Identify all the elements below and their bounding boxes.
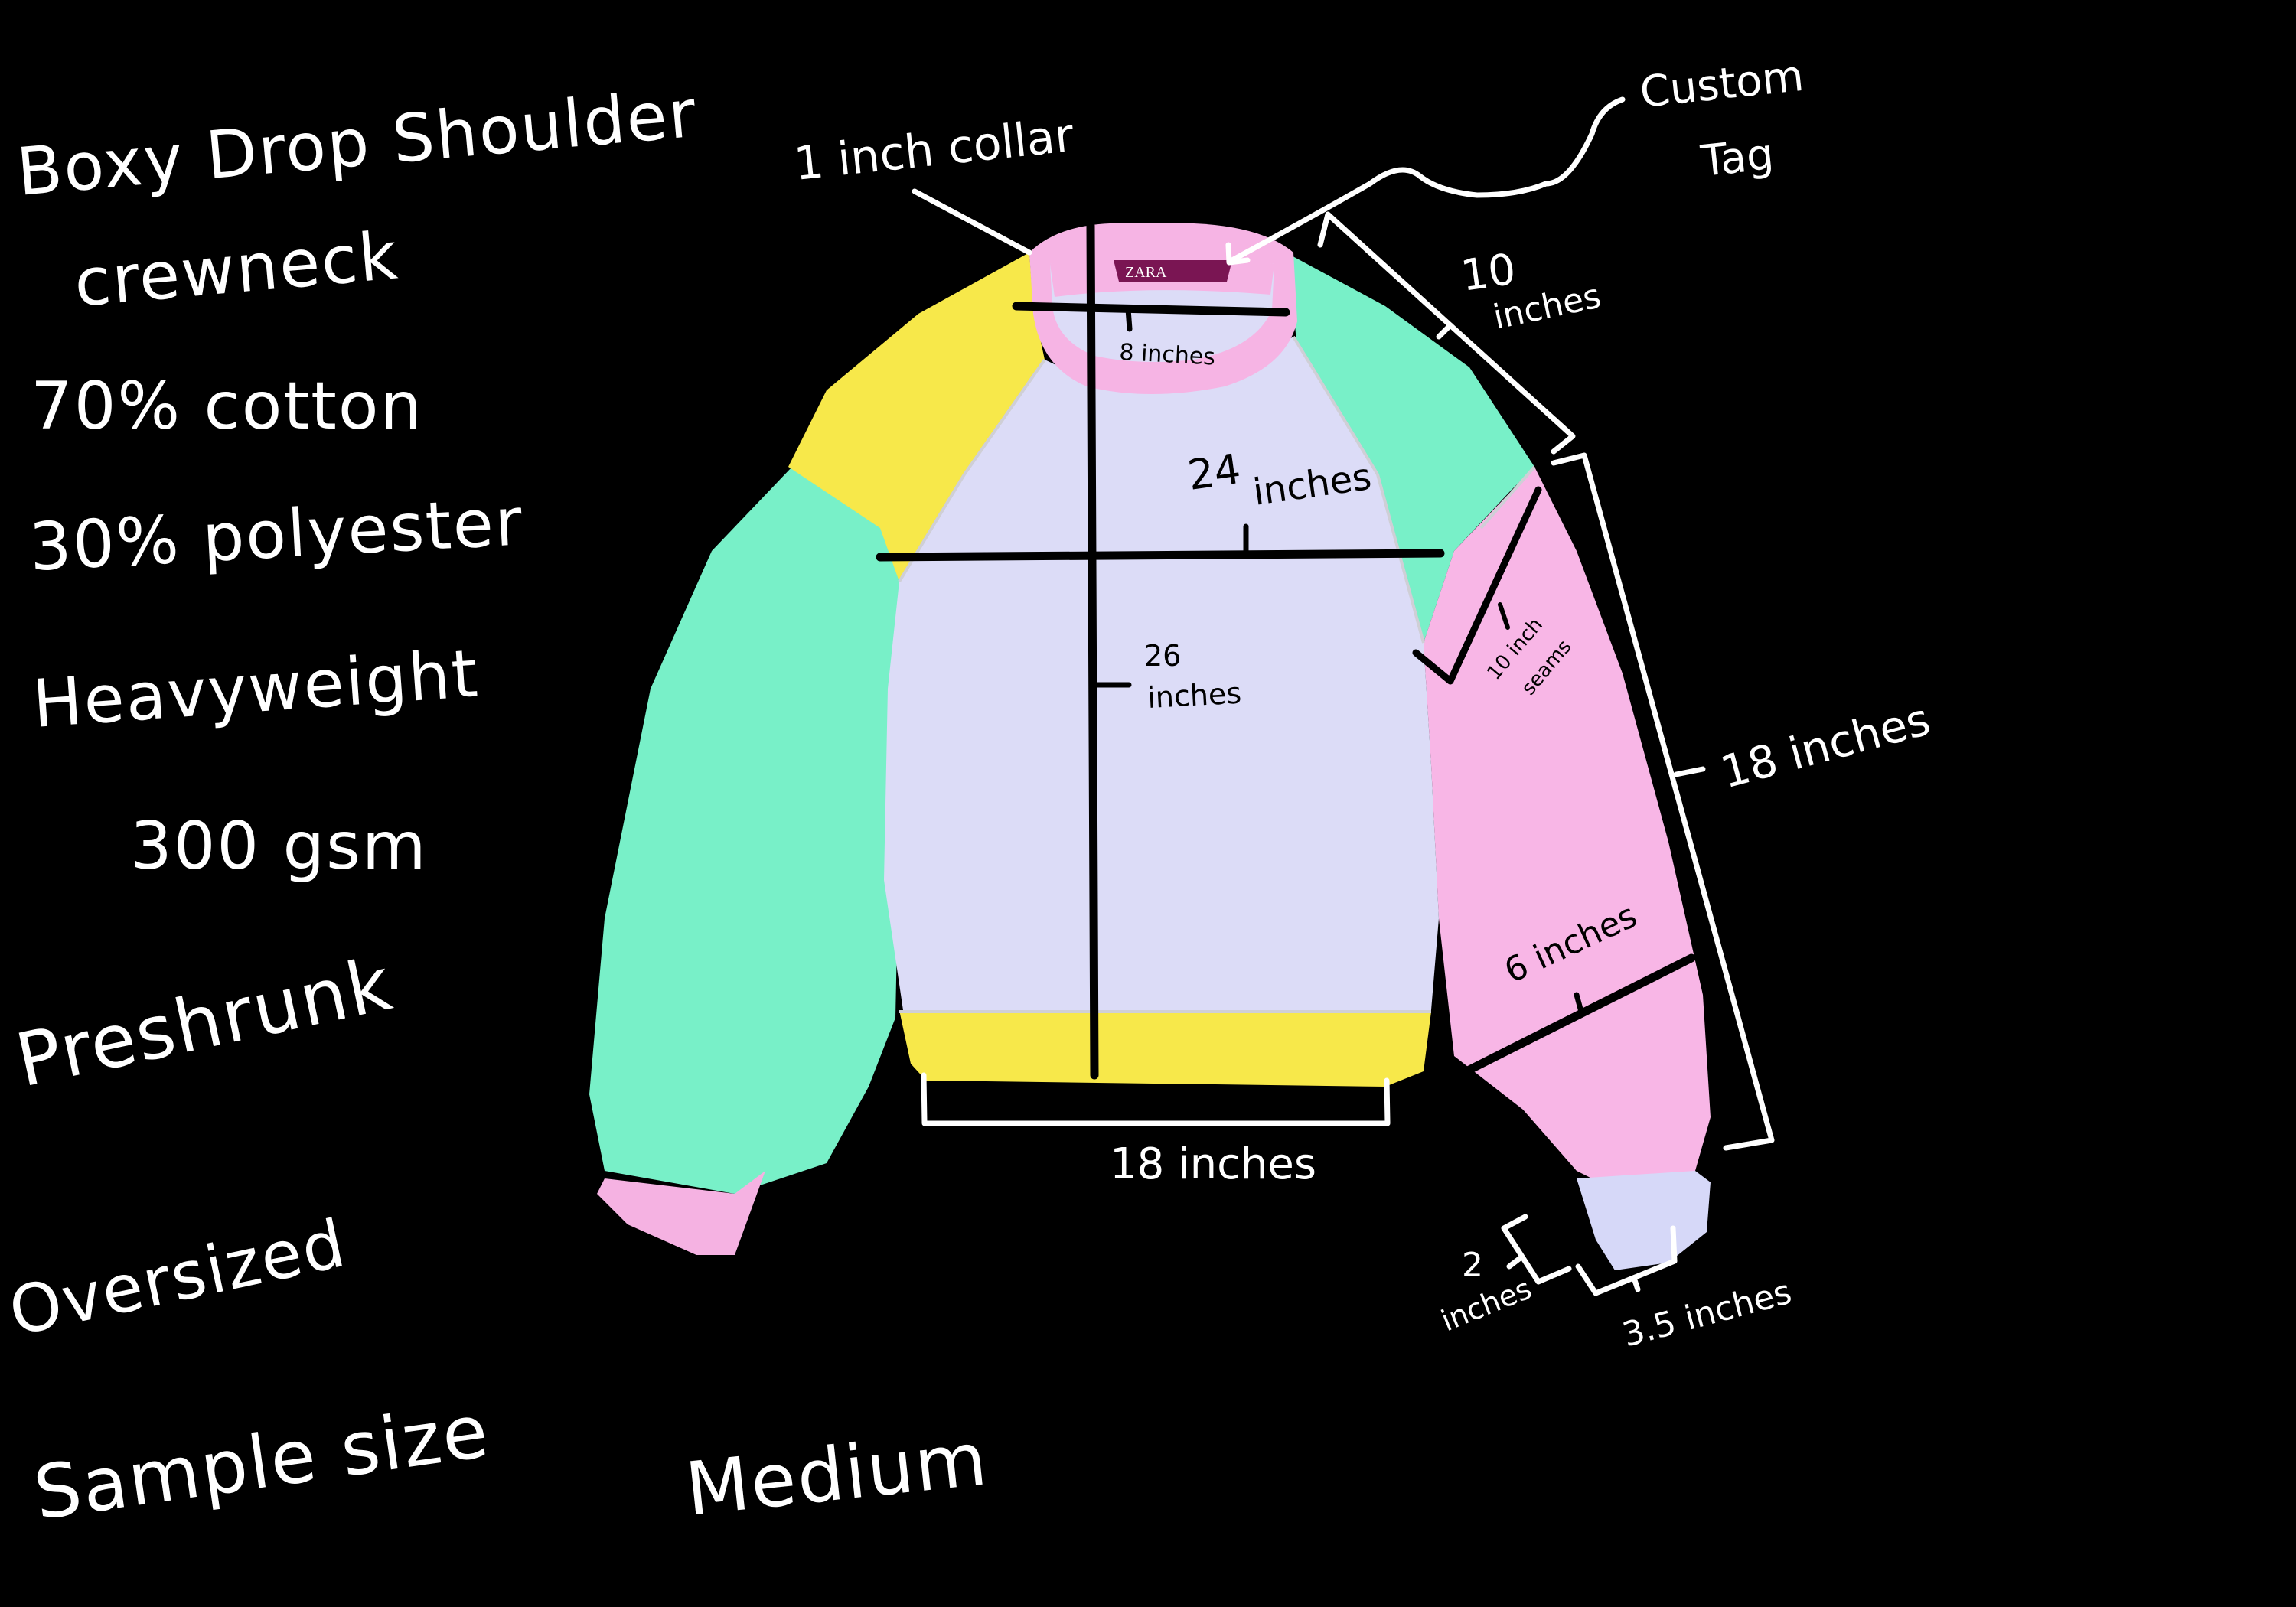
spec-polyester: 30% polyester [28,484,526,586]
chest-width-line [876,549,1445,562]
collar-callout-line [912,188,1032,256]
collar-callout-label: 1 inch collar [791,109,1076,191]
spec-sample-size-value: Medium [682,1416,992,1533]
hem-width-bracket [921,1072,1391,1126]
sleeve-length-bracket [1551,452,1775,1151]
spec-title-line2: crewneck [71,217,402,322]
raglan-seam-line [1412,486,1542,685]
cuff-width-label: 3.5 inches [1619,1273,1796,1355]
spec-cotton: 70% cotton [31,368,423,445]
chest-width-number: 24 [1185,445,1244,500]
tag-arrowhead [1225,242,1251,266]
outer-measurements [912,96,1775,1296]
sleeve-width-tick [1574,992,1584,1015]
spec-preshrunk: Preshrunk [8,940,400,1103]
spec-weight-line2: 300 gsm [130,808,428,885]
spec-sample-size-label: Sample size [29,1388,494,1537]
left-raglan-seam [898,358,1046,583]
raglan-seam-tick [1498,602,1510,630]
sleeve-width-line [1450,953,1696,1082]
right-shoulder-panel [1286,253,1534,643]
inner-measurements [876,221,1696,1082]
right-sleeve [1424,467,1711,1194]
sweatshirt-illustration: ZARA [589,223,1711,1270]
left-cuff [597,1171,765,1255]
body-length-number: 26 [1144,639,1181,673]
hem-width-label: 18 inches [1110,1139,1316,1189]
cuff-height-number: 2 [1462,1246,1483,1285]
tag-callout-arrow [1229,96,1626,263]
body-length-unit: inches [1146,676,1242,715]
spec-title-line1: Boxy Drop Shoulder [14,76,700,211]
left-sleeve [589,467,899,1194]
spec-fit: Oversized [3,1205,353,1351]
sleeve-length-tick [1673,766,1706,777]
sleeve-length-label: 18 inches [1715,693,1936,798]
neck-width-line [1012,302,1290,317]
custom-tag: ZARA [1114,260,1232,282]
neck-width-tick [1125,306,1133,332]
spec-weight-line1: Heavyweight [30,635,481,742]
neck-width-label: 8 inches [1119,339,1216,371]
cuff-height-bracket [1501,1214,1572,1285]
tag-callout-label-1: Custom [1638,51,1806,118]
body-length-line [1086,221,1099,1080]
left-shoulder-panel [788,253,1045,582]
cuff-height-tick [1506,1256,1522,1270]
body-panel [884,337,1439,1010]
shoulder-seam-number: 10 [1458,245,1519,302]
right-raglan-seam [1292,335,1425,644]
waistband [899,1010,1431,1087]
tag-callout-label-2: Tag [1698,129,1776,187]
shoulder-seam-tick [1436,322,1453,340]
right-cuff [1577,1171,1711,1270]
tag-brand-text: ZARA [1125,264,1167,281]
cuff-width-tick [1631,1275,1641,1292]
cuff-height-unit: inches [1437,1272,1536,1338]
right-sleeve-seam [1479,465,1536,530]
